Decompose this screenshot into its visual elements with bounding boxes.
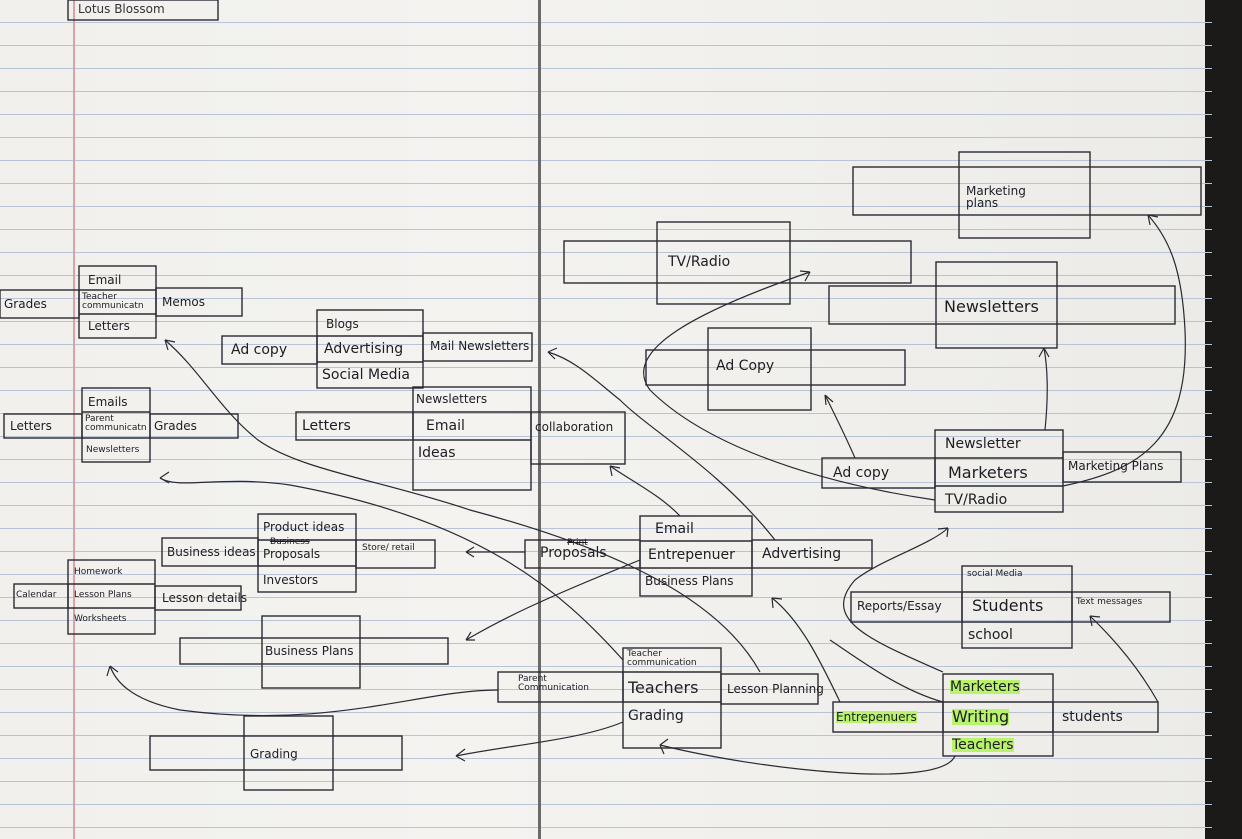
proposals-north: Product ideas: [263, 520, 345, 534]
marketers-north: Newsletter: [945, 436, 1021, 452]
email-west: Letters: [302, 418, 351, 434]
teacher-comm-west: Grades: [4, 297, 47, 311]
page-title: Lotus Blossom: [78, 2, 165, 16]
entrepreneur-center: Entrepenuer: [648, 547, 735, 563]
parent-comm-grid: [3, 387, 239, 463]
entrepreneur-grid: [524, 515, 873, 597]
ruled-lines: [0, 0, 1212, 839]
teacher-comm-south: Letters: [88, 319, 130, 333]
teachers-south: Grading: [628, 708, 684, 724]
email-south: Ideas: [418, 445, 456, 461]
parent-comm-north: Emails: [88, 395, 128, 409]
outer-marketing-plans-label: Marketing plans: [966, 184, 1026, 210]
business-plans-label: Business Plans: [265, 644, 354, 658]
lesson-north: Homework: [74, 567, 123, 577]
entrepreneur-west: Proposals: [540, 545, 607, 561]
proposals-east: Store/ retail: [362, 543, 415, 553]
writing-east: students: [1062, 709, 1123, 725]
lesson-center: Lesson Plans: [74, 590, 132, 600]
teacher-comm-grid: [0, 265, 243, 339]
outer-tv-radio: [563, 221, 912, 305]
entrepreneur-strike: Print: [567, 538, 588, 548]
marketers-west: Ad copy: [833, 465, 890, 481]
email-north: Newsletters: [416, 392, 488, 406]
grading-outer: [149, 715, 403, 791]
advertising-east: Mail Newsletters: [430, 339, 530, 353]
email-east: collaboration: [535, 420, 614, 434]
teachers-center: Teachers: [628, 678, 699, 697]
students-south: school: [968, 627, 1013, 643]
outer-ad-copy-label: Ad Copy: [716, 358, 775, 374]
lesson-west: Calendar: [16, 590, 57, 600]
teachers-west: Parent Communication: [518, 674, 589, 693]
outer-marketing-plans: [852, 151, 1202, 239]
email-center: Email: [426, 418, 465, 434]
entrepreneur-south: Business Plans: [645, 574, 734, 588]
margin-line: [73, 0, 75, 839]
connector-arrows: [106, 214, 1186, 775]
proposals-grid: [161, 513, 436, 593]
marketers-grid: [821, 429, 1182, 513]
email-grid: [295, 386, 626, 491]
students-east: Text messages: [1076, 597, 1143, 607]
teachers-north: Teacher communication: [627, 649, 697, 668]
marketers-east: Marketing Plans: [1068, 459, 1164, 473]
writing-north: Marketers: [950, 679, 1020, 695]
outer-newsletters-label: Newsletters: [944, 297, 1039, 316]
proposals-west: Business ideas: [167, 545, 256, 559]
proposals-south: Investors: [263, 573, 319, 587]
students-west: Reports/Essay: [857, 599, 942, 613]
teachers-east: Lesson Planning: [727, 682, 824, 696]
parent-comm-south: Newsletters: [86, 445, 140, 455]
advertising-west: Ad copy: [231, 342, 288, 358]
title-box: [67, 0, 219, 21]
students-center: Students: [972, 596, 1044, 615]
parent-comm-east: Grades: [154, 419, 197, 433]
teachers-grid: [497, 647, 819, 749]
outer-ad-copy: [645, 327, 906, 411]
students-grid: [850, 565, 1171, 649]
page-fold: [538, 0, 541, 839]
business-plans-outer: [179, 615, 449, 689]
grading-label: Grading: [250, 747, 298, 761]
advertising-grid: [221, 309, 533, 389]
advertising-south: Social Media: [322, 367, 411, 383]
entrepreneur-north: Email: [655, 521, 694, 537]
lesson-south: Worksheets: [74, 614, 127, 624]
marketers-center: Marketers: [948, 463, 1028, 482]
students-north: social Media: [967, 569, 1023, 579]
writing-grid: [832, 673, 1159, 757]
lesson-grid: [13, 559, 242, 635]
outer-newsletters: [828, 261, 1176, 349]
marketers-south: TV/Radio: [945, 492, 1008, 508]
outer-tv-radio-label: TV/Radio: [668, 254, 731, 270]
writing-south: Teachers: [952, 737, 1014, 753]
writing-center: Writing: [952, 707, 1010, 726]
proposals-strike: Business: [270, 537, 310, 547]
advertising-north: Blogs: [326, 317, 359, 331]
teacher-comm-north: Email: [88, 273, 122, 287]
lesson-east: Lesson details: [162, 591, 248, 605]
parent-comm-center: Parent communicatn: [85, 414, 147, 433]
advertising-center: Advertising: [324, 341, 404, 357]
writing-west: Entrepenuers: [836, 710, 917, 724]
teacher-comm-center: Teacher communicatn: [82, 292, 144, 311]
teacher-comm-east: Memos: [162, 295, 206, 309]
entrepreneur-east: Advertising: [762, 546, 842, 562]
proposals-center: Proposals: [263, 547, 321, 561]
parent-comm-west: Letters: [10, 419, 52, 433]
